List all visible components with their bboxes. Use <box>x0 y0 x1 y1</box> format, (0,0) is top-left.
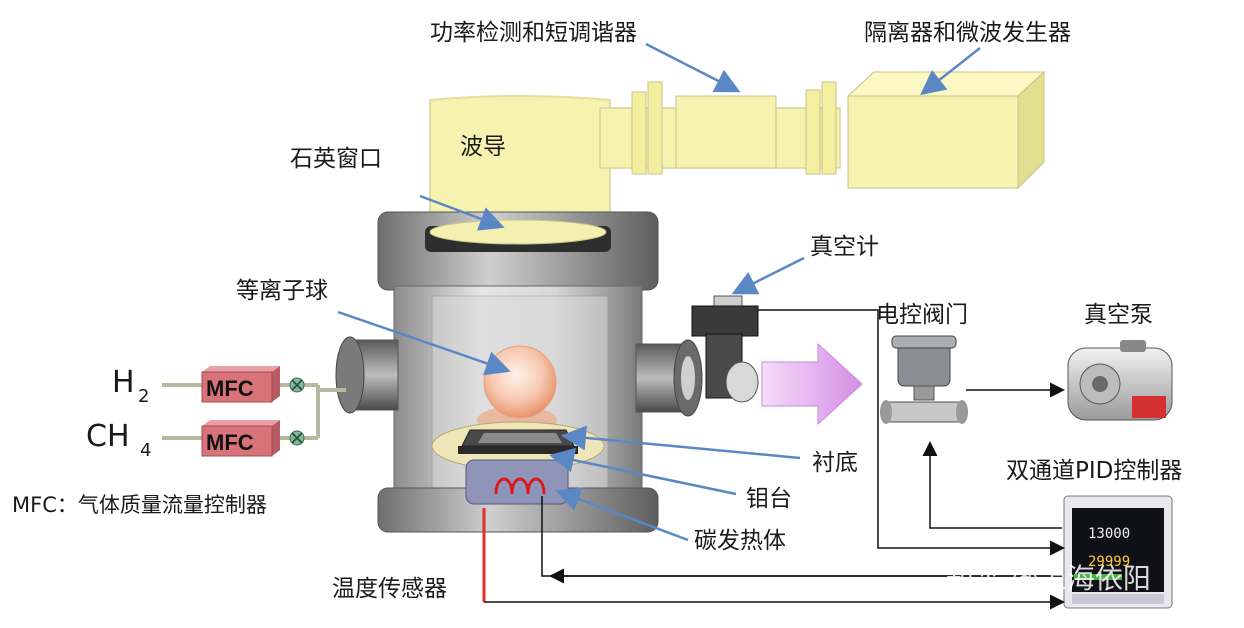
electric-valve <box>880 335 968 424</box>
gas-ch4-sub: 4 <box>140 440 151 461</box>
label-quartz-window: 石英窗口 <box>290 146 382 172</box>
label-temp-sensor: 温度传感器 <box>332 576 447 602</box>
vacuum-pump <box>1067 340 1173 421</box>
label-plasma-ball: 等离子球 <box>236 278 328 304</box>
label-isolator-generator: 隔离器和微波发生器 <box>864 20 1071 46</box>
label-pid-controller: 双通道PID控制器 <box>1006 458 1182 484</box>
label-mfc-note: MFC：气体质量流量控制器 <box>12 493 267 517</box>
pointer-arrows <box>337 42 981 542</box>
label-vacuum-pump: 真空泵 <box>1084 302 1153 328</box>
label-substrate: 衬底 <box>812 450 858 476</box>
isolator-generator-box <box>846 70 1046 190</box>
watermark: 知乎 @上海依阳 <box>946 562 1151 595</box>
label-waveguide: 波导 <box>460 134 506 160</box>
label-electric-valve: 电控阀门 <box>876 302 968 328</box>
gas-h2-sub: 2 <box>138 386 149 407</box>
waveguide-flanges <box>631 81 837 175</box>
label-mo-stage: 钼台 <box>746 486 792 512</box>
label-carbon-heater: 碳发热体 <box>694 528 786 554</box>
pid-bottom-value: 29999 <box>1088 554 1130 570</box>
label-power-tuner: 功率检测和短调谐器 <box>430 20 637 46</box>
mfc-ch4 <box>201 420 280 457</box>
connection-lines <box>484 309 1065 610</box>
mfc-ch4-label: MFC <box>206 430 254 455</box>
mfc-h2-label: MFC <box>206 376 254 401</box>
vacuum-gauge <box>691 295 759 403</box>
gas-ch4-base: CH <box>86 419 130 454</box>
valve-ch4 <box>289 430 305 446</box>
label-vacuum-gauge: 真空计 <box>810 234 879 260</box>
pid-controller: 13000 29999 <box>1063 495 1173 609</box>
carbon-heater <box>465 459 569 505</box>
pid-top-value: 13000 <box>1088 526 1130 542</box>
mfc-h2 <box>201 366 280 403</box>
valve-h2 <box>289 377 305 393</box>
exhaust-arrow <box>761 342 863 426</box>
gas-h2-base: H <box>112 365 135 400</box>
